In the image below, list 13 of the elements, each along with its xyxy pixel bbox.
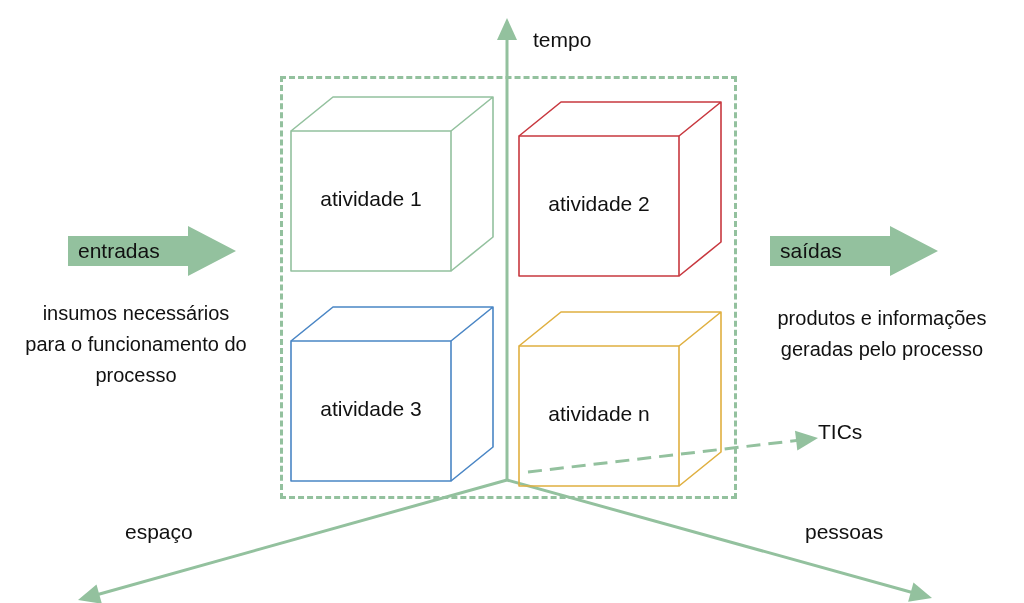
arrow-label: saídas [780, 239, 842, 263]
activity-label: atividade 1 [319, 187, 423, 211]
activity-label: atividade n [547, 402, 651, 426]
axis-label: espaço [125, 520, 193, 544]
arrow-label: entradas [78, 239, 160, 263]
axis-label: tempo [533, 28, 592, 52]
activity-label: atividade 3 [319, 397, 423, 421]
axis-label: pessoas [805, 520, 884, 544]
caption-text: insumos necessários para o funcionamento do processo [25, 301, 247, 388]
caption-text: produtos e informações geradas pelo processo [776, 306, 988, 362]
axis-label: TICs [818, 420, 863, 444]
dashed-frame [280, 76, 737, 499]
activity-label: atividade 2 [547, 192, 651, 216]
